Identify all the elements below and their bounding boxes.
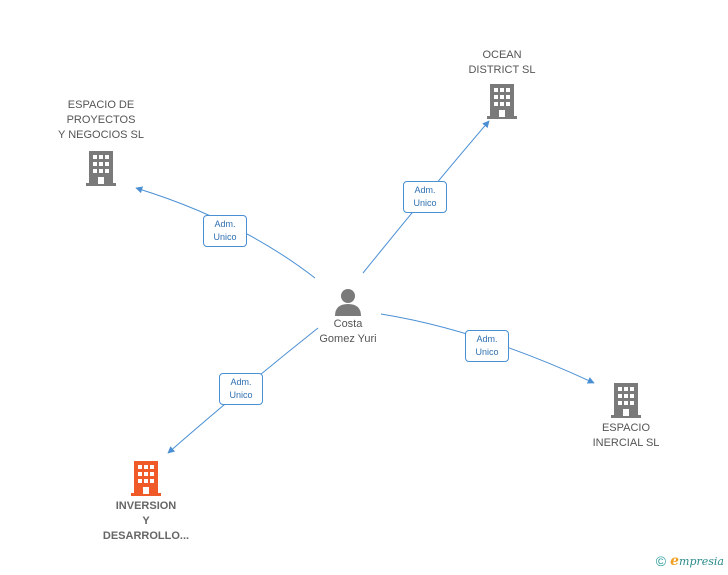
company-label: ESPACIO DE PROYECTOS Y NEGOCIOS SL (58, 99, 144, 141)
relation-badge-inversion-desarrollo[interactable]: Adm. Unico (219, 373, 263, 405)
brand-rest: mpresia (679, 555, 724, 568)
company-label: OCEAN DISTRICT SL (468, 49, 536, 76)
company-node-espacio-inercial[interactable]: ESPACIO INERCIAL SL (576, 381, 676, 451)
relation-badge-ocean-district[interactable]: Adm. Unico (403, 181, 447, 213)
building-icon (611, 383, 641, 418)
copyright-icon: © (655, 553, 667, 569)
company-node-inversion-desarrollo[interactable]: INVERSION Y DESARROLLO... (86, 459, 206, 544)
person-icon (335, 289, 361, 316)
relation-badge-espacio-proyectos[interactable]: Adm. Unico (203, 215, 247, 247)
building-icon (131, 461, 161, 496)
brand-e: e (670, 553, 680, 569)
company-label: INVERSION Y DESARROLLO... (102, 500, 190, 542)
company-node-ocean-district[interactable]: OCEAN DISTRICT SL (452, 48, 552, 120)
building-icon (487, 84, 517, 119)
person-label: Costa Gomez Yuri (319, 318, 377, 345)
building-icon (86, 151, 116, 186)
empresia-logo: © empresia (656, 553, 724, 569)
person-node[interactable]: Costa Gomez Yuri (298, 287, 398, 347)
company-node-espacio-proyectos[interactable]: ESPACIO DE PROYECTOS Y NEGOCIOS SL (36, 98, 166, 187)
company-label: ESPACIO INERCIAL SL (592, 422, 660, 449)
relation-badge-espacio-inercial[interactable]: Adm. Unico (465, 330, 509, 362)
